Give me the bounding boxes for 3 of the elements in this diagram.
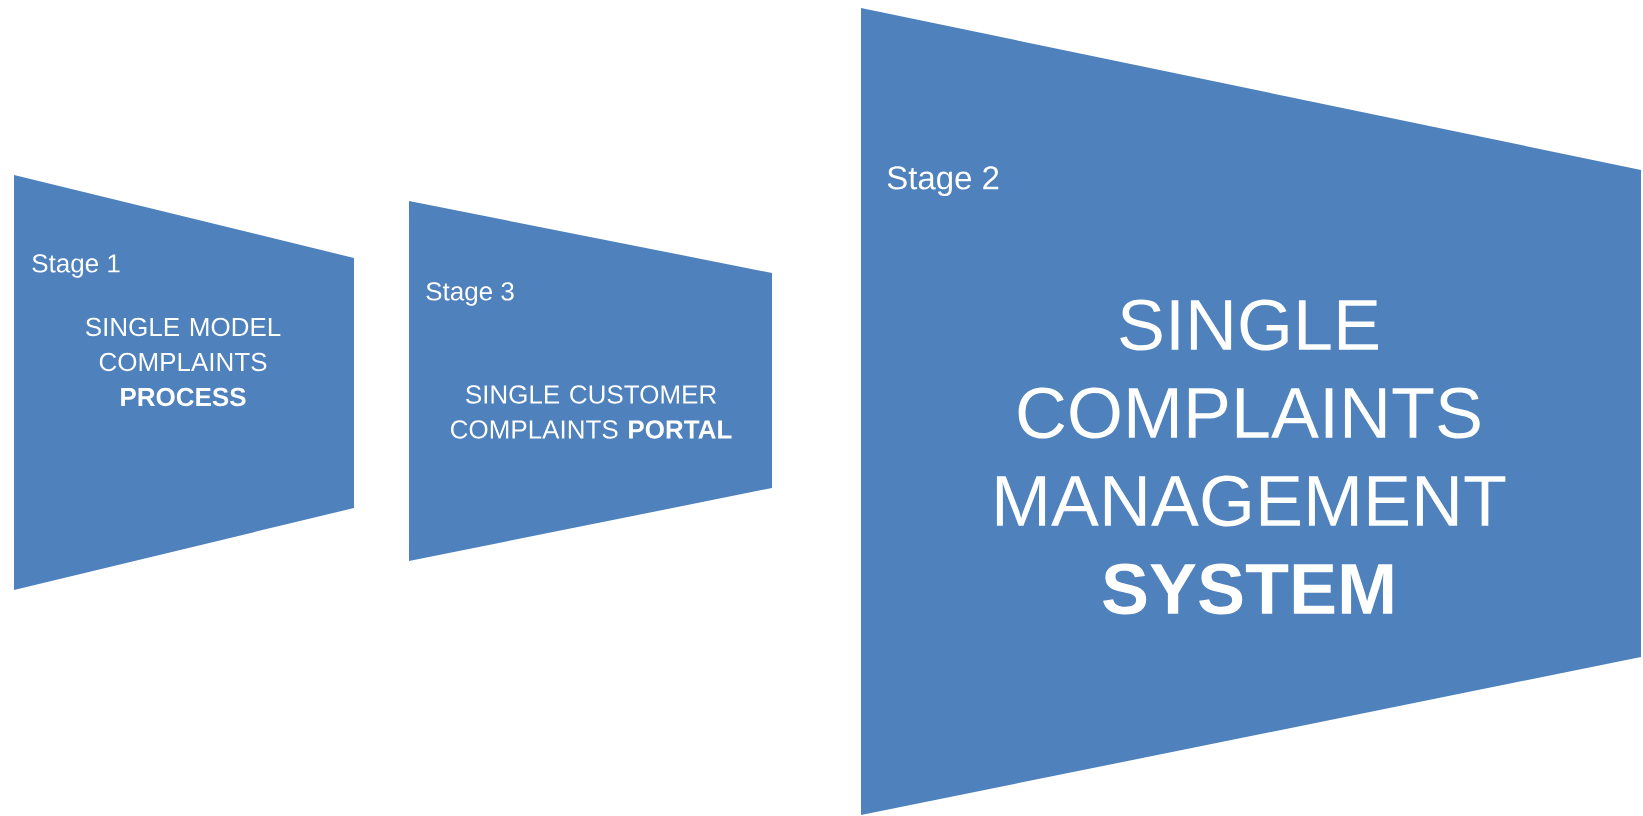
- stage-trapezoid: Stage 2 SINGLE COMPLAINTS MANAGEMENT SYSTEM: [861, 8, 1641, 815]
- stage-trapezoid: Stage 3 SINGLE CUSTOMER COMPLAINTS PORTAL: [409, 201, 772, 561]
- stage-trapezoid: Stage 1 SINGLE MODEL COMPLAINTS PROCESS: [14, 175, 354, 590]
